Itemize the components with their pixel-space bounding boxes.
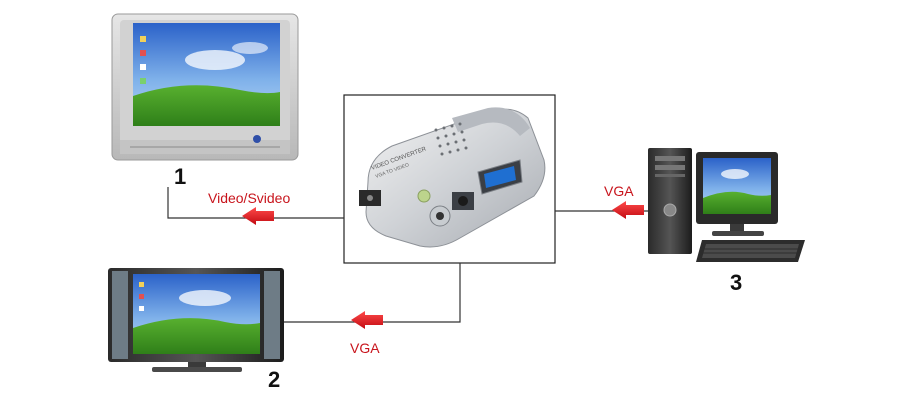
label-vga-pc: VGA xyxy=(604,183,634,199)
pc-monitor xyxy=(696,152,778,236)
arrow-left-icon-crt xyxy=(242,207,274,225)
converter-led-icon xyxy=(417,189,431,203)
cable-lcd xyxy=(284,263,461,323)
crt-tv xyxy=(111,13,299,161)
arrow-left-icon-lcd xyxy=(351,311,383,329)
label-vga-lcd: VGA xyxy=(350,340,380,356)
pc-tower xyxy=(648,148,692,254)
bnc-port xyxy=(429,205,451,227)
label-video-svideo: Video/Svideo xyxy=(208,190,290,206)
vga-port xyxy=(477,159,523,195)
crt-power-icon xyxy=(253,135,261,143)
desktop-pc xyxy=(648,148,805,262)
pc-power-icon xyxy=(663,203,677,217)
vga-video-converter: VIDEO CONVERTER VGA TO VIDEO xyxy=(359,107,546,248)
device-number-1: 1 xyxy=(174,164,186,189)
device-number-2: 2 xyxy=(268,367,280,392)
pc-keyboard xyxy=(696,240,805,262)
lcd-tv xyxy=(108,268,284,372)
cable-crt xyxy=(167,187,344,219)
vent-grille xyxy=(434,122,468,156)
lcd-screen xyxy=(133,274,260,354)
device-number-3: 3 xyxy=(730,270,742,295)
arrow-left-icon-pc xyxy=(612,201,644,219)
crt-screen xyxy=(133,23,280,126)
converter-panel: VIDEO CONVERTER VGA TO VIDEO xyxy=(343,94,556,264)
svideo-port xyxy=(452,192,474,210)
